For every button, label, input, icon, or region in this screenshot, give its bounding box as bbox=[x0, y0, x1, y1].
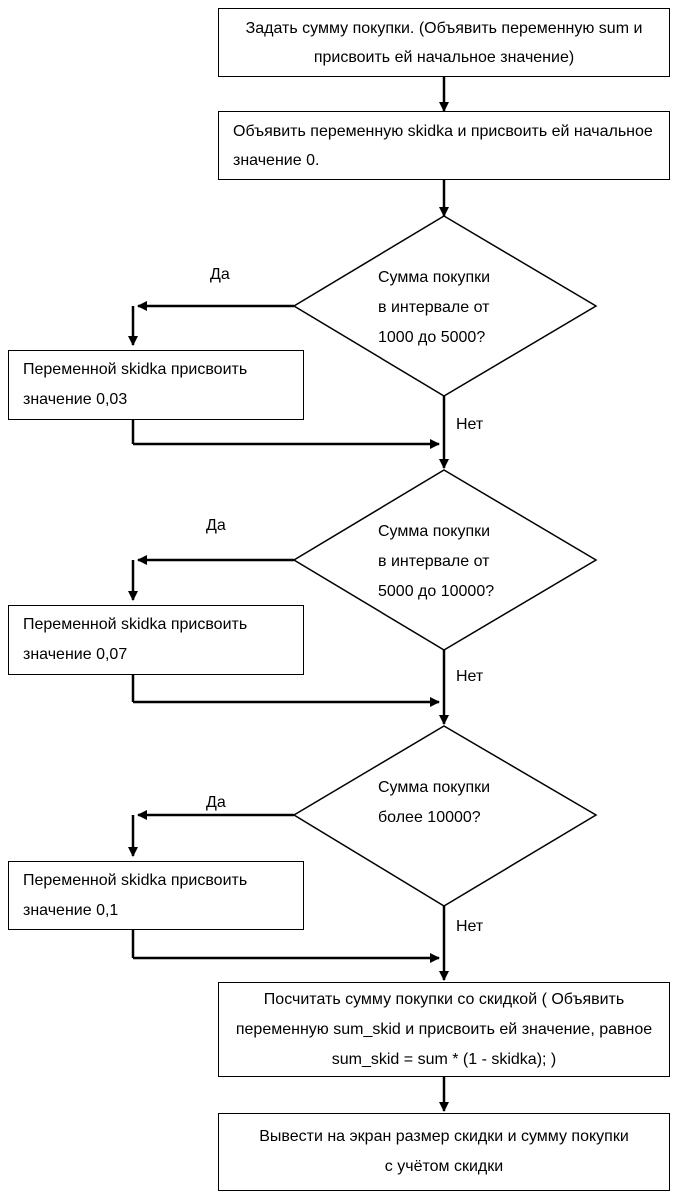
decision-1-line-2: в интервале от bbox=[378, 299, 490, 316]
decision-3-text: Сумма покупки более 10000? bbox=[378, 773, 490, 833]
action-1-box: Переменной skidka присвоить значение 0,0… bbox=[8, 350, 304, 420]
decision-2-text: Сумма покупки в интервале от 5000 до 100… bbox=[378, 517, 494, 607]
step-compute-text: Посчитать сумму покупки со скидкой ( Объ… bbox=[235, 990, 653, 1068]
action-3-box: Переменной skidka присвоить значение 0,1 bbox=[8, 861, 304, 930]
step-set-sum-text: Задать сумму покупки. (Объявить переменн… bbox=[245, 19, 643, 66]
decision-1-line-3: 1000 до 5000? bbox=[378, 329, 486, 346]
decision-diamond-3 bbox=[292, 725, 598, 907]
action-2-box: Переменной skidka присвоить значение 0,0… bbox=[8, 605, 304, 675]
decision-2-line-2: в интервале от bbox=[378, 553, 490, 570]
decision-diamond-1 bbox=[292, 215, 598, 397]
decision-3-line-1: Сумма покупки bbox=[378, 779, 491, 796]
step-compute: Посчитать сумму покупки со скидкой ( Объ… bbox=[218, 982, 670, 1077]
action-2-line-1: Переменной skidka присвоить bbox=[23, 616, 248, 633]
action-3-line-1: Переменной skidka присвоить bbox=[23, 871, 248, 889]
step-declare-skidka: Объявить переменную skidka и присвоить е… bbox=[218, 111, 670, 180]
decision-1-text: Сумма покупки в интервале от 1000 до 500… bbox=[378, 263, 490, 353]
decision-2-line-1: Сумма покупки bbox=[378, 523, 491, 540]
action-1-line-1: Переменной skidka присвоить bbox=[23, 361, 248, 378]
decision-1-no-label: Нет bbox=[456, 416, 484, 433]
decision-1-line-1: Сумма покупки bbox=[378, 269, 491, 286]
action-2-line-2: значение 0,07 bbox=[23, 646, 128, 663]
step-declare-skidka-text: Объявить переменную skidka и присвоить е… bbox=[233, 122, 653, 169]
action-3-line-2: значение 0,1 bbox=[23, 901, 119, 919]
step-set-sum: Задать сумму покупки. (Объявить переменн… bbox=[218, 8, 670, 77]
decision-3-no-label: Нет bbox=[456, 918, 484, 935]
decision-3-line-2: более 10000? bbox=[378, 809, 481, 826]
action-1-line-2: значение 0,03 bbox=[23, 391, 128, 408]
decision-2-no-label: Нет bbox=[456, 668, 484, 685]
decision-3-yes-label: Да bbox=[206, 794, 226, 811]
step-output: Вывести на экран размер скидки и сумму п… bbox=[218, 1113, 670, 1191]
step-output-text: Вывести на экран размер скидки и сумму п… bbox=[259, 1128, 629, 1175]
decision-diamond-2 bbox=[292, 469, 598, 651]
decision-2-line-3: 5000 до 10000? bbox=[378, 583, 495, 600]
decision-2-yes-label: Да bbox=[206, 517, 226, 534]
decision-1-yes-label: Да bbox=[210, 266, 230, 283]
